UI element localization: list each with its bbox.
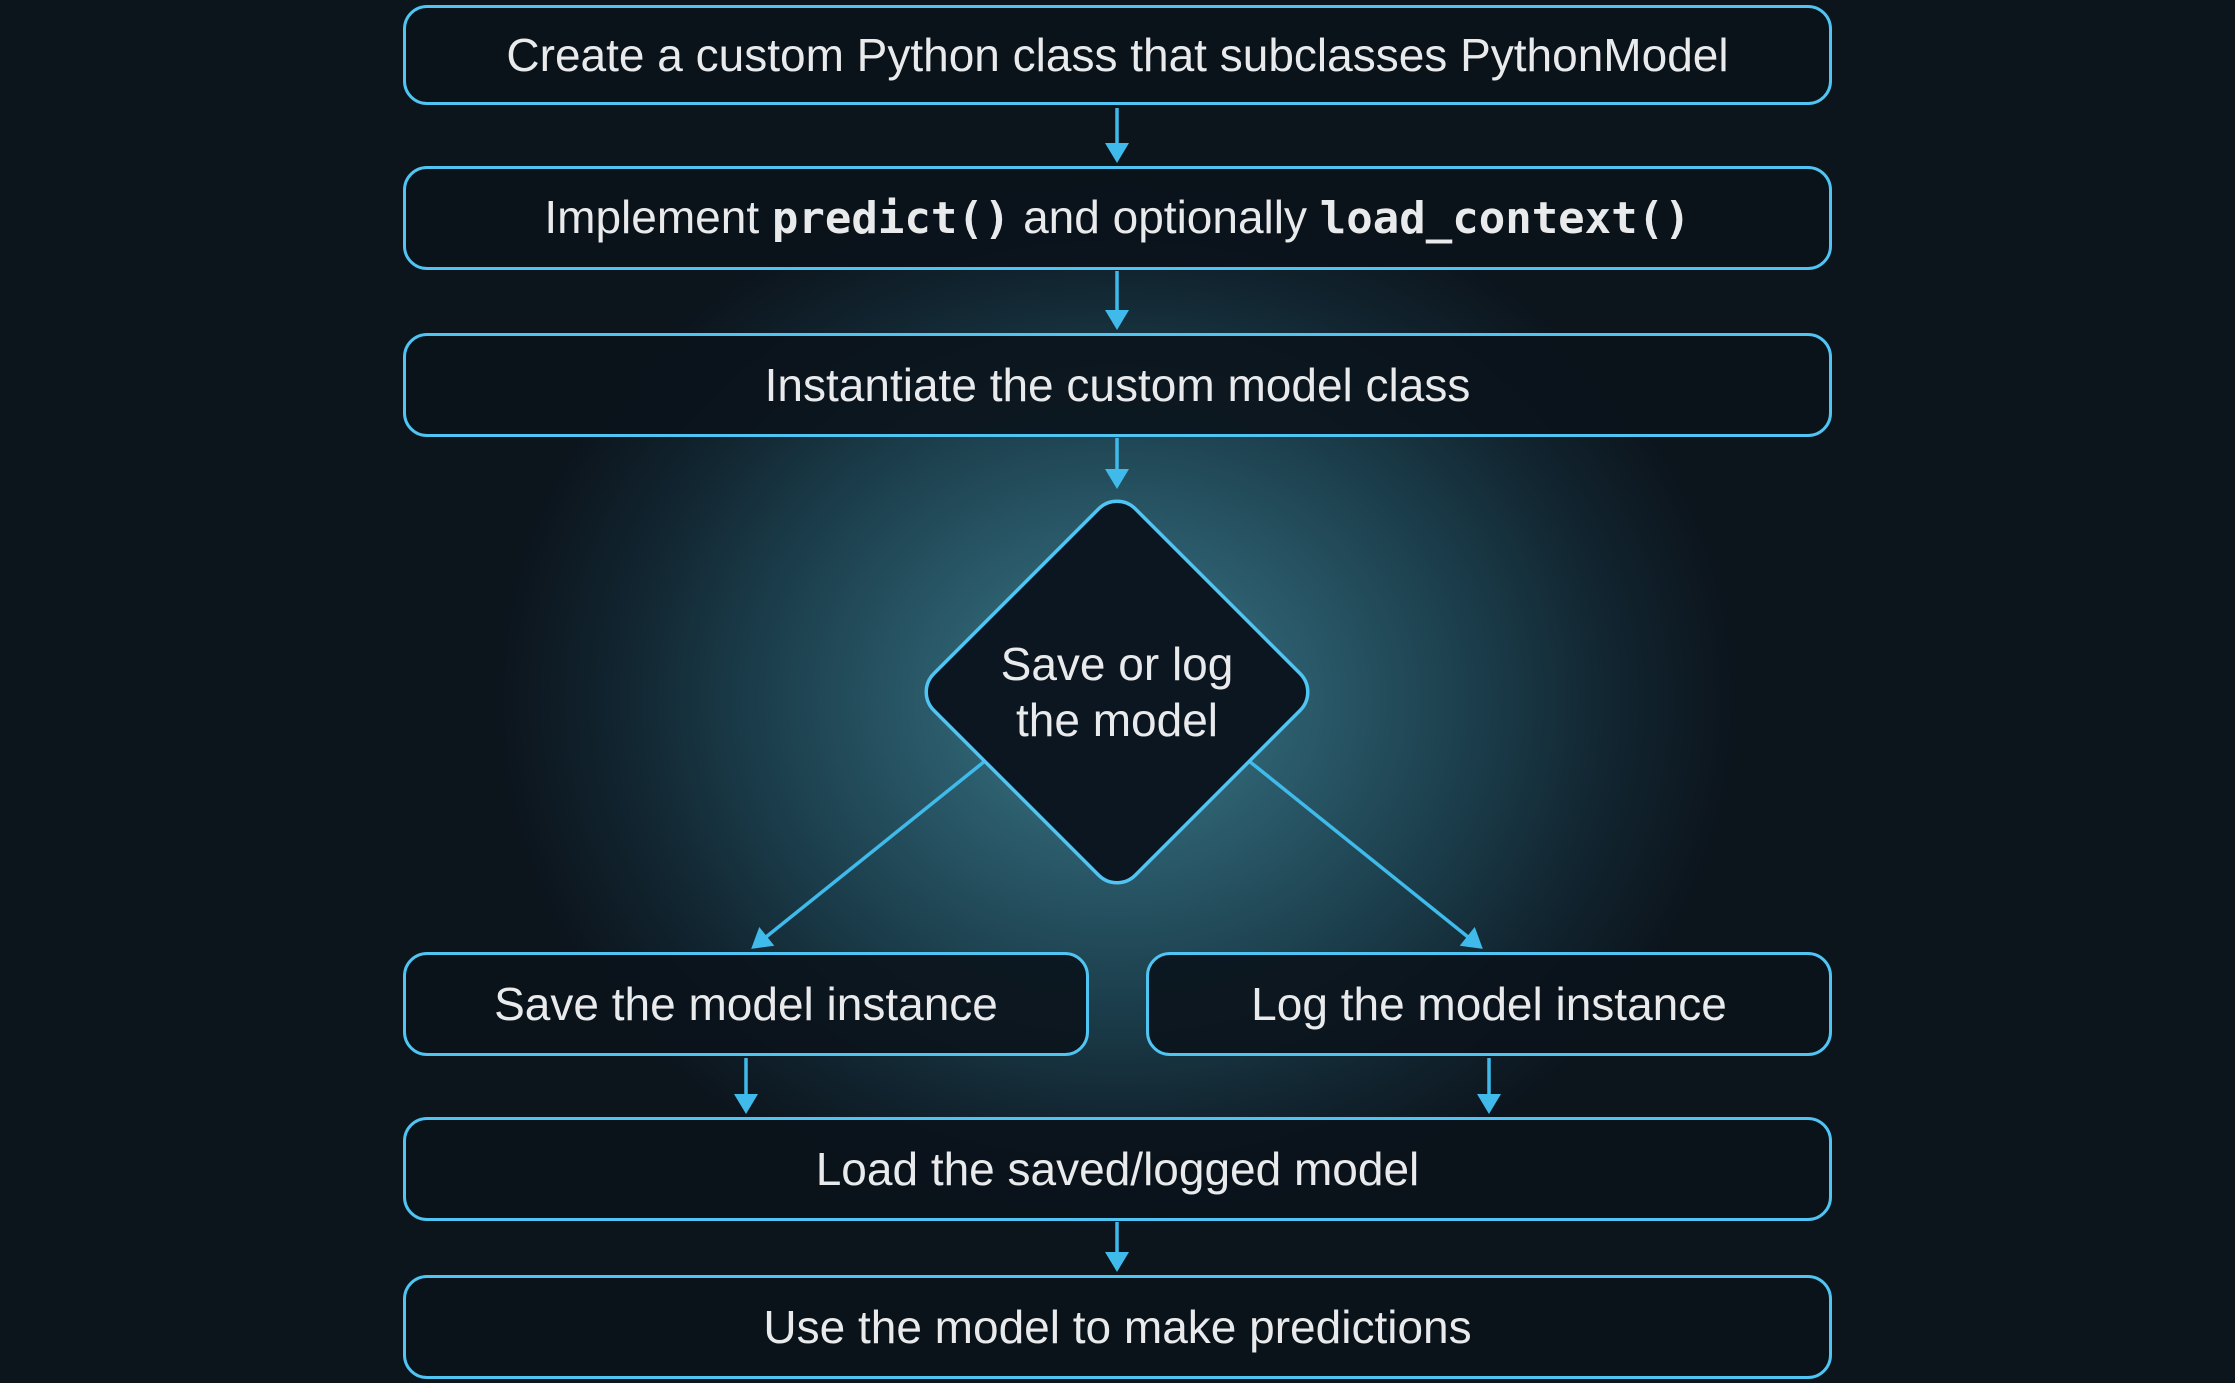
text-token: Implement: [544, 191, 772, 244]
code-token: load_context(): [1319, 193, 1691, 245]
decision-diamond-shape: [924, 499, 1310, 885]
flow-node-save: Save the model instance: [403, 952, 1089, 1056]
flow-node-create-class-label: Create a custom Python class that subcla…: [506, 28, 1729, 81]
flow-node-log: Log the model instance: [1146, 952, 1832, 1056]
code-token: predict(): [771, 193, 1011, 245]
flow-node-instantiate: Instantiate the custom model class: [403, 333, 1832, 437]
flow-node-log-label: Log the model instance: [1251, 977, 1727, 1030]
flow-node-instantiate-label: Instantiate the custom model class: [764, 358, 1471, 411]
flow-node-load: Load the saved/logged model: [403, 1117, 1832, 1221]
arrow-decision-to-log: [1247, 759, 1483, 949]
flow-node-implement-methods: Implement predict() and optionally load_…: [403, 166, 1832, 270]
flow-node-decision-label: Save or log the model: [947, 597, 1287, 787]
flow-node-predict-label: Use the model to make predictions: [763, 1300, 1472, 1353]
flow-node-load-label: Load the saved/logged model: [815, 1142, 1420, 1195]
flow-node-save-label: Save the model instance: [494, 977, 998, 1030]
text-token: and optionally: [1010, 191, 1320, 244]
flow-node-create-class: Create a custom Python class that subcla…: [403, 5, 1832, 105]
decision-label-line1: Save or log: [1000, 638, 1234, 690]
flow-node-predict: Use the model to make predictions: [403, 1275, 1832, 1379]
arrow-decision-to-save: [751, 759, 987, 949]
flow-node-implement-methods-label: Implement predict() and optionally load_…: [544, 191, 1690, 245]
decision-label-line2: the model: [1015, 694, 1218, 746]
